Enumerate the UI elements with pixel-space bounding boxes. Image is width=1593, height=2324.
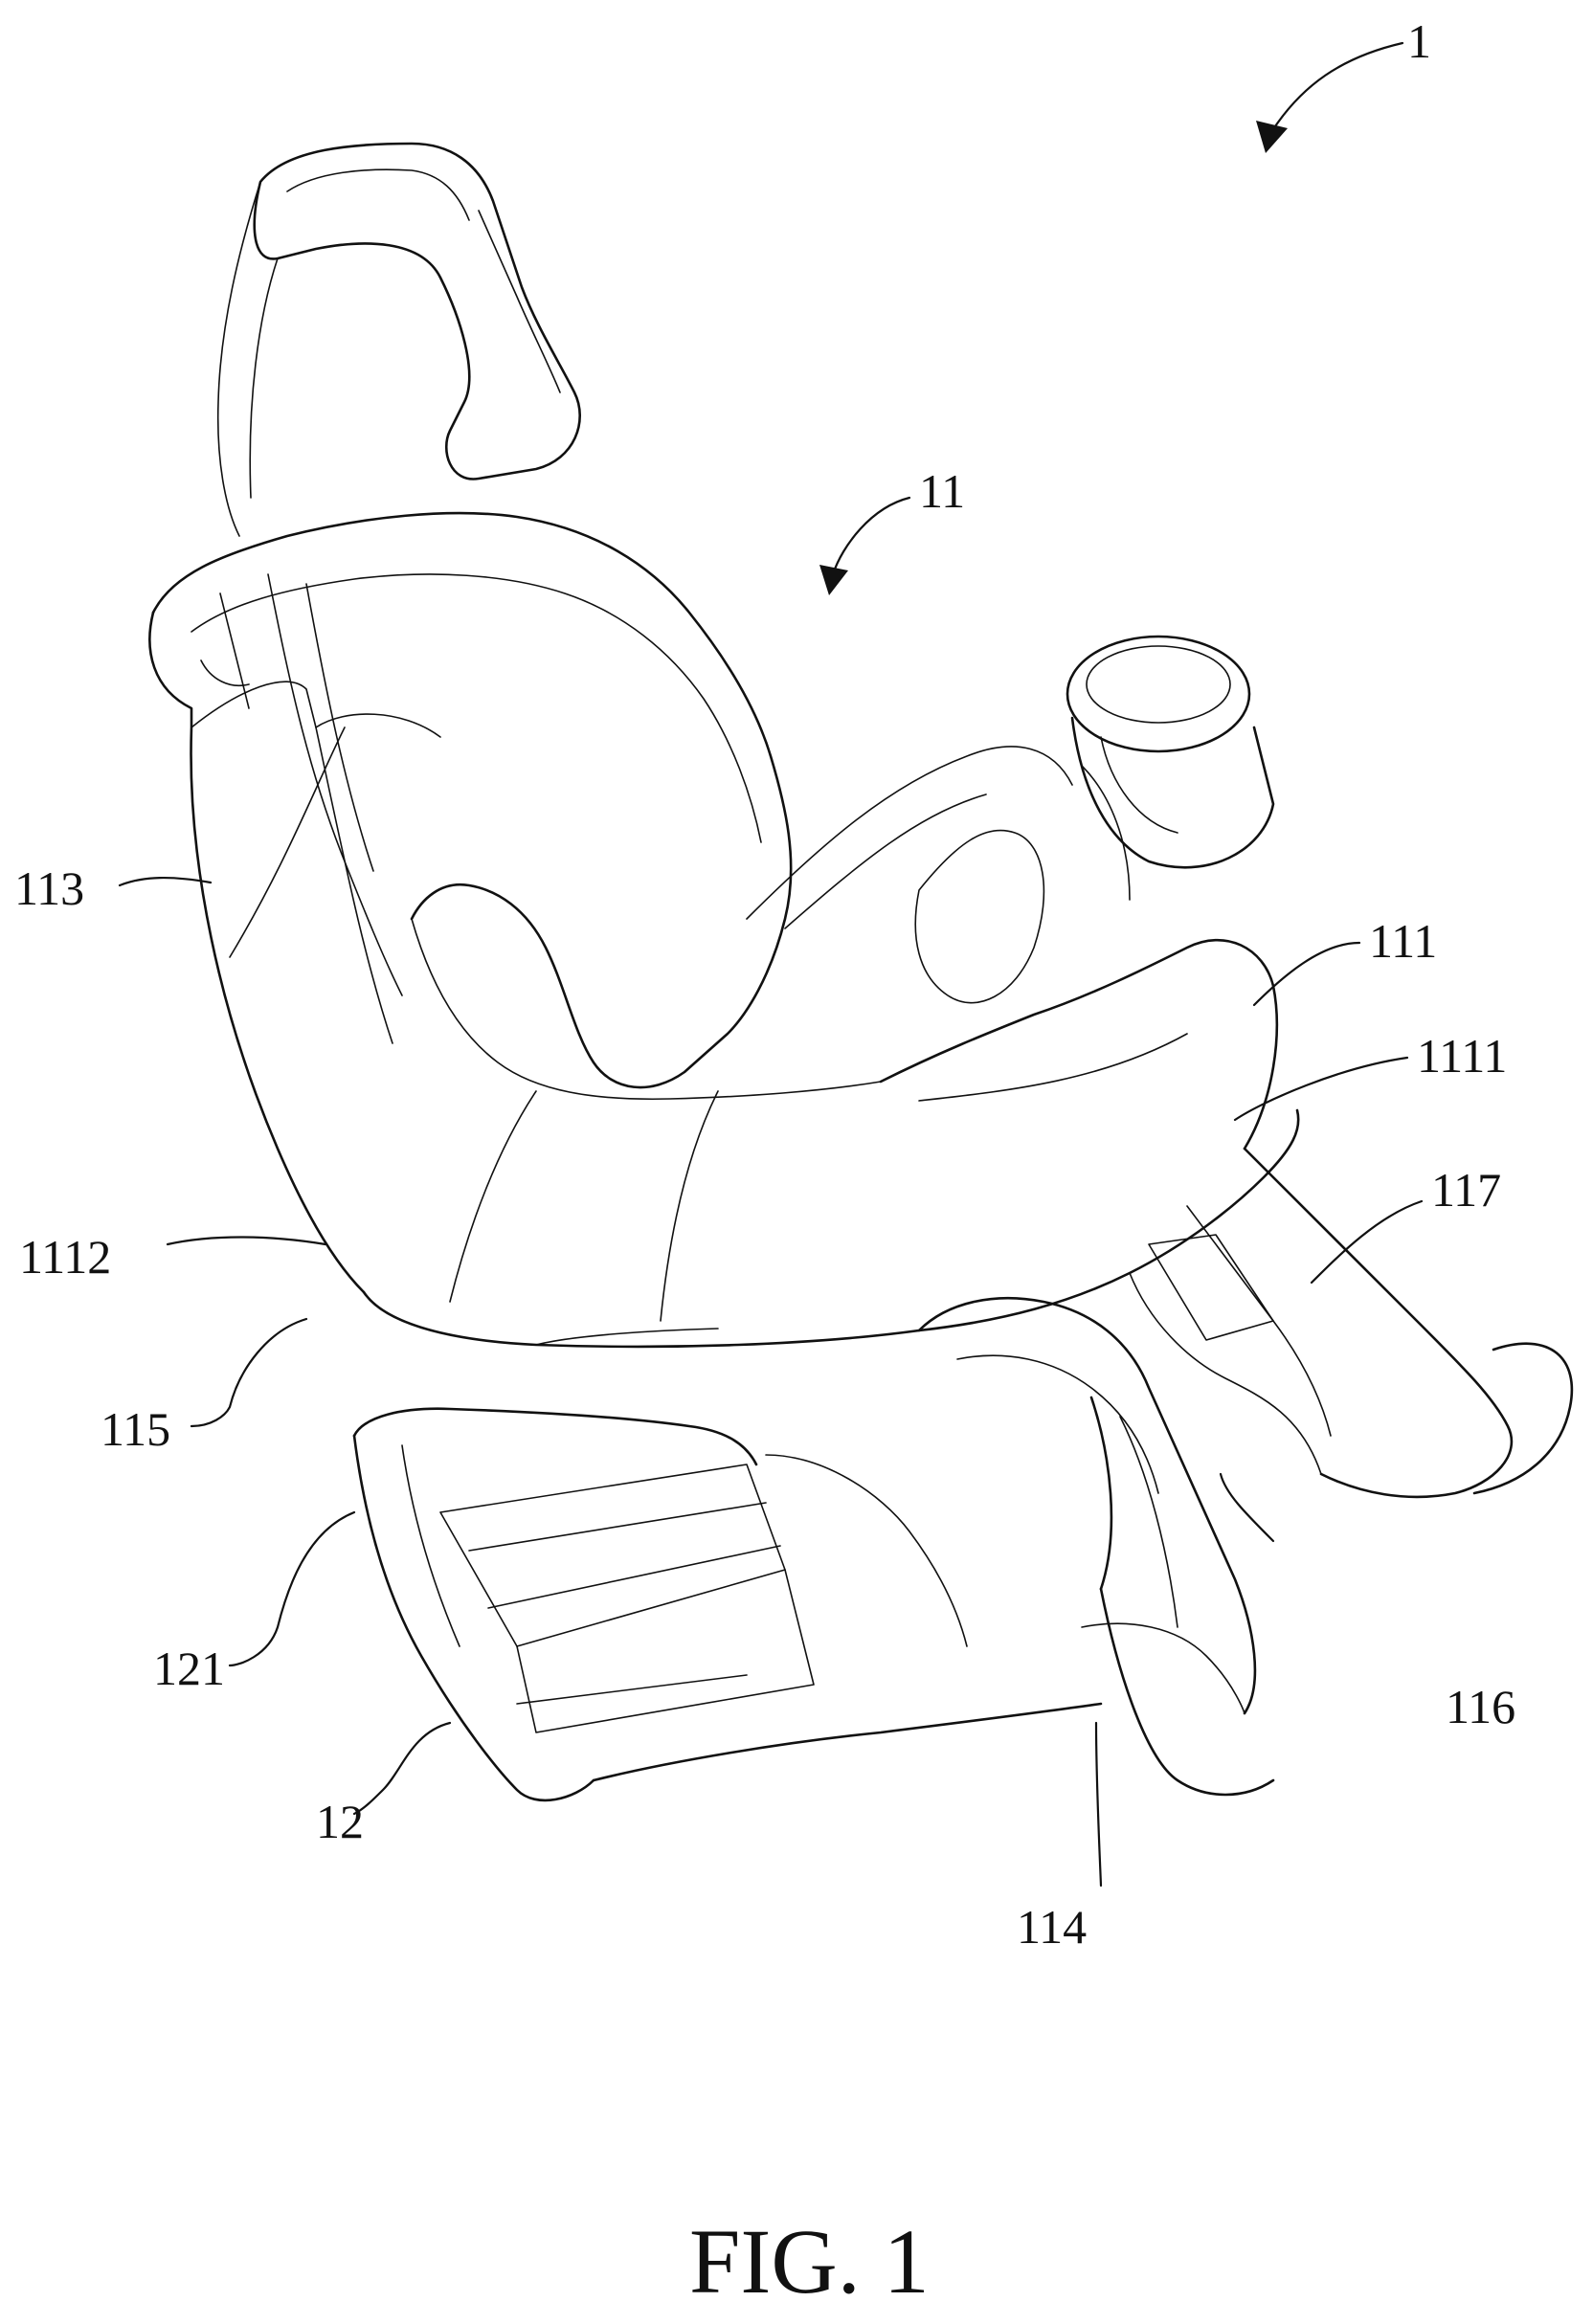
right-rail xyxy=(1130,1149,1572,1497)
label-121: 121 xyxy=(153,1642,225,1695)
label-117: 117 xyxy=(1431,1163,1501,1217)
label-1112: 1112 xyxy=(19,1230,111,1284)
label-114: 114 xyxy=(1017,1900,1087,1954)
label-113: 113 xyxy=(14,861,84,915)
label-116: 116 xyxy=(1446,1680,1515,1733)
backrest-frame xyxy=(153,513,791,1087)
side-knob xyxy=(1067,637,1273,867)
headrest xyxy=(218,144,580,536)
figure-caption: FIG. 1 xyxy=(689,2210,930,2313)
label-1: 1 xyxy=(1407,14,1431,68)
label-115: 115 xyxy=(101,1402,170,1456)
reference-numerals: 1 11 111 1111 1112 113 114 115 116 117 1… xyxy=(14,14,1515,1954)
base xyxy=(354,1409,1101,1800)
side-wing xyxy=(149,613,440,1292)
label-1111: 1111 xyxy=(1417,1029,1507,1083)
label-12: 12 xyxy=(316,1795,364,1848)
label-11: 11 xyxy=(919,464,965,518)
seat-shell xyxy=(364,747,1298,1347)
label-111: 111 xyxy=(1369,914,1437,968)
